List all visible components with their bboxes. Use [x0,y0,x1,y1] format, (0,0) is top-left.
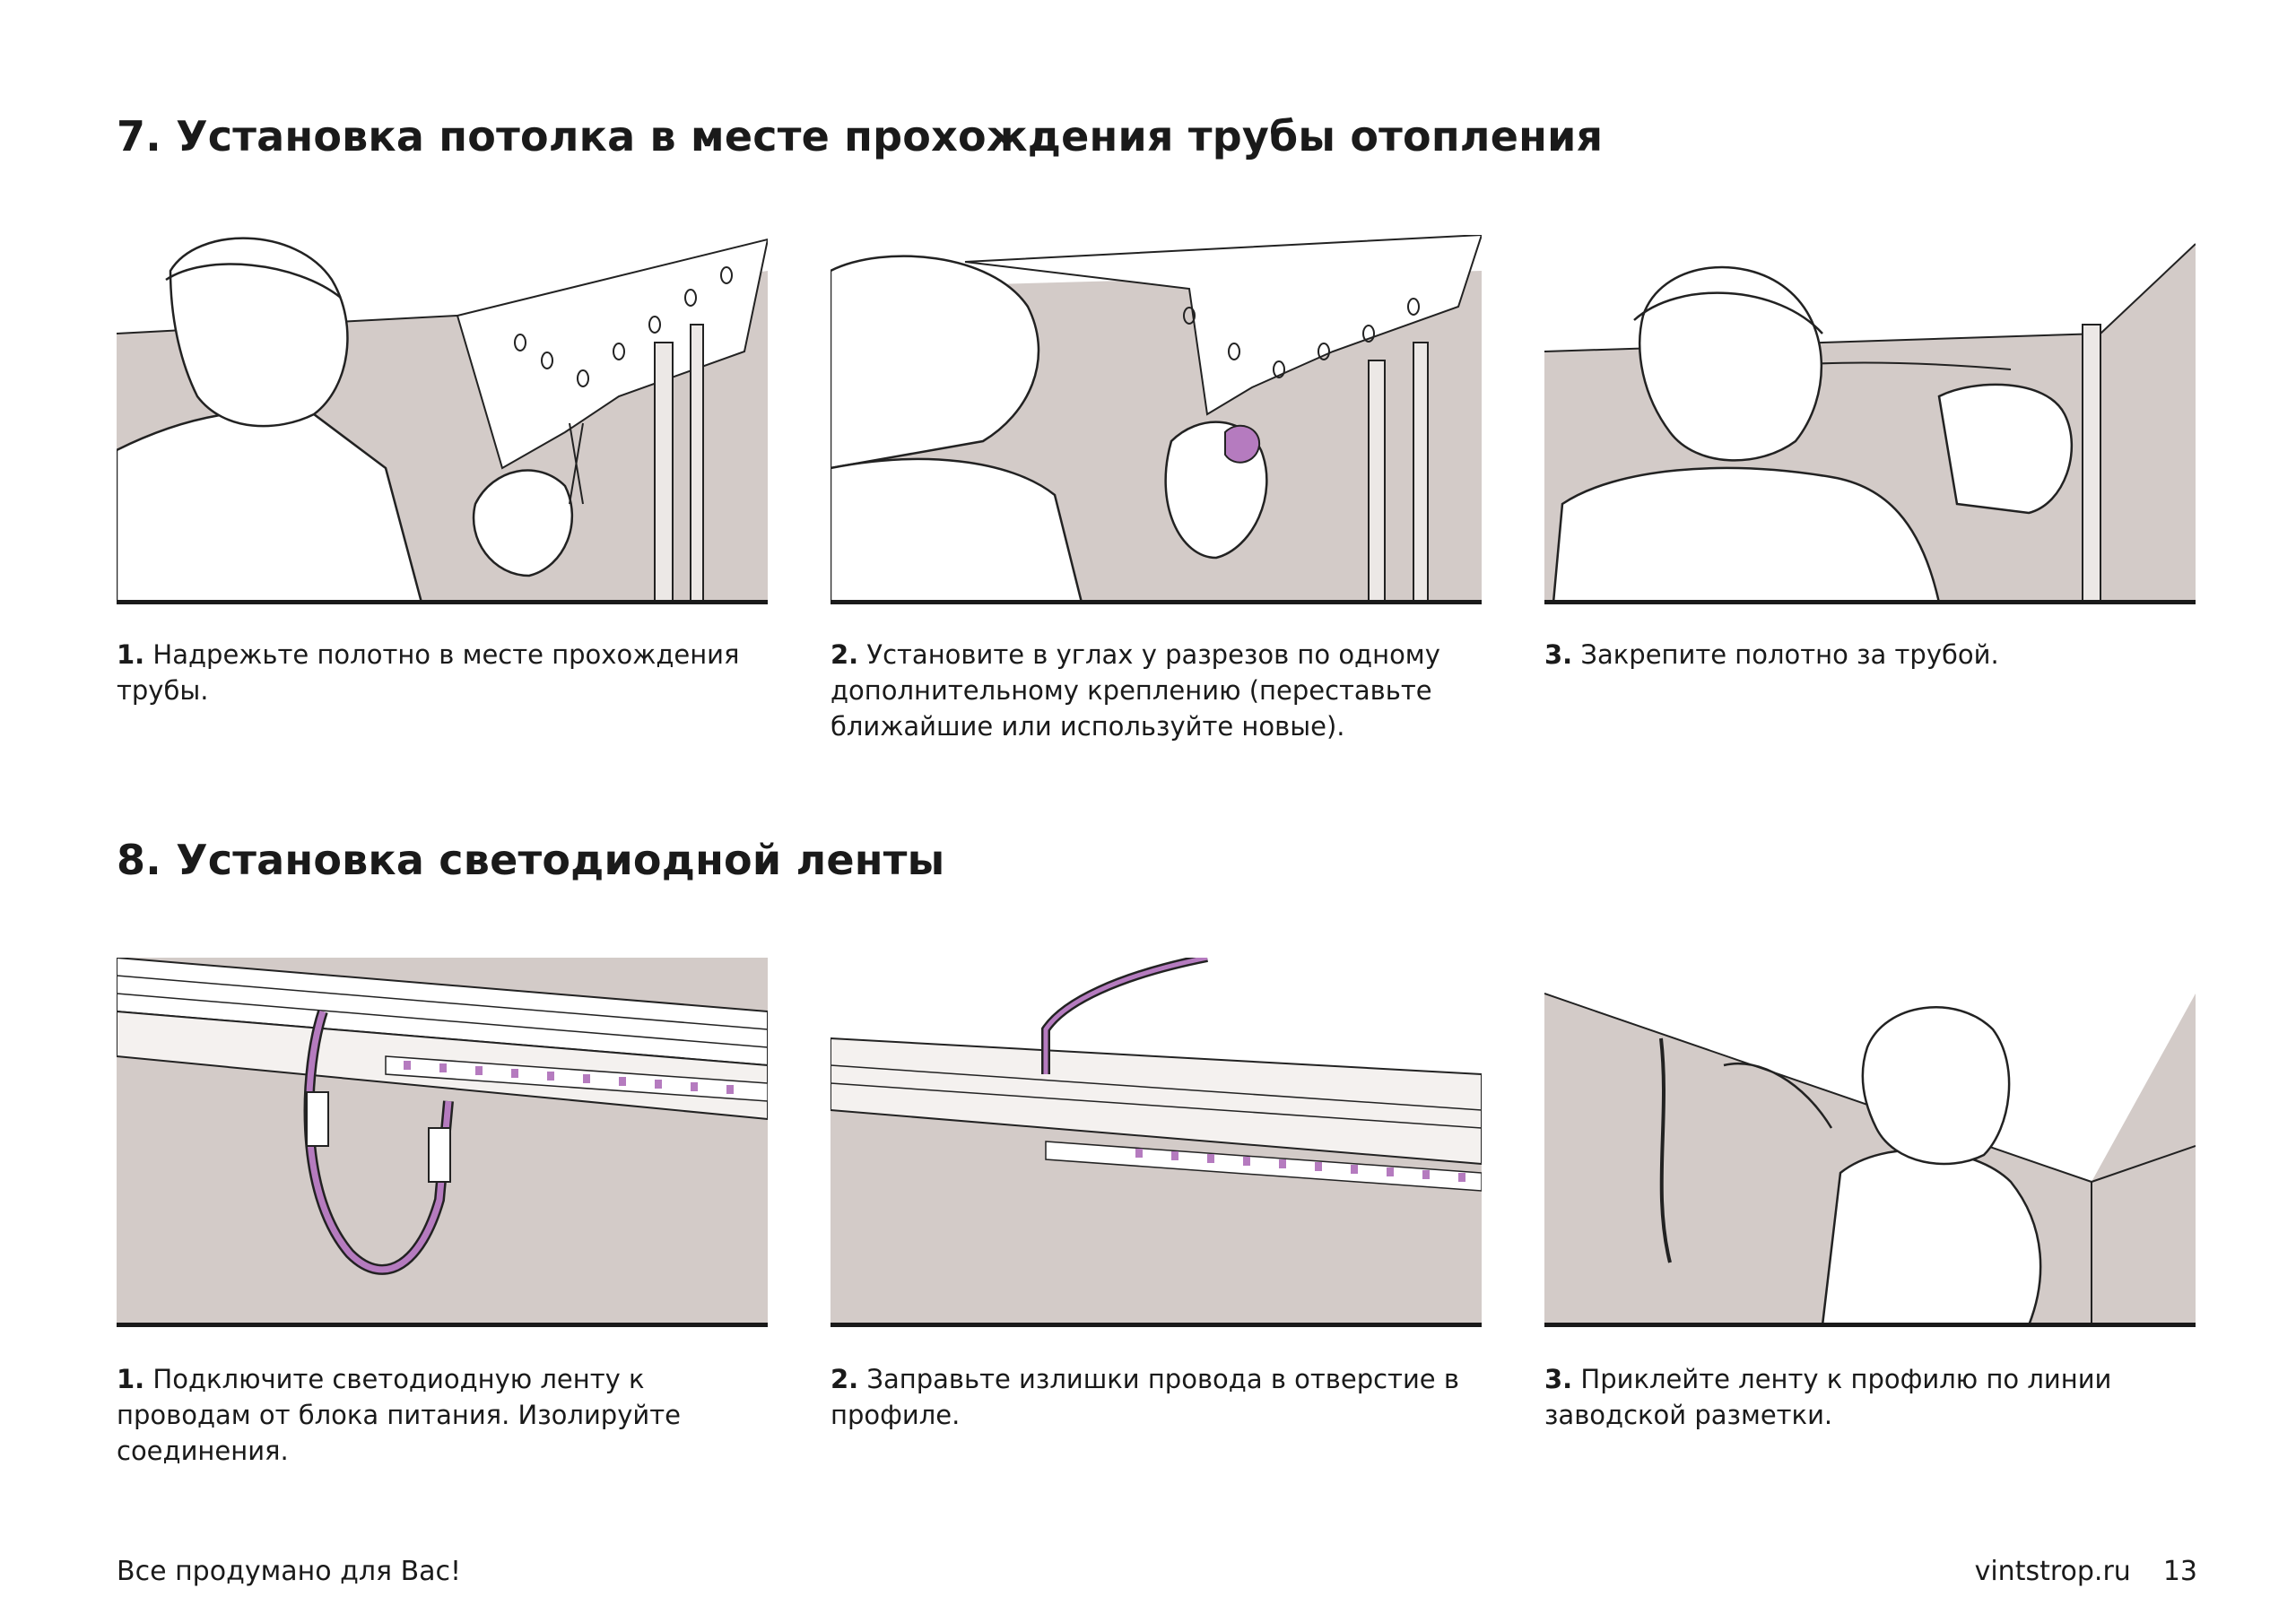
footer-tagline: Все продумано для Вас! [117,1556,462,1587]
step-number: 3. [1544,639,1573,670]
section-title-led-strip: 8. Установка светодиодной ленты [117,836,945,884]
illustration-tuck-wires [831,958,1482,1327]
step-text: Приклейте ленту к профилю по линии завод… [1544,1364,2112,1430]
footer-info: vintstrop.ru 13 [1975,1556,2197,1587]
panel-baseline [1544,600,2196,604]
illustration-add-fasteners-drawing [831,235,1482,603]
panel-baseline [117,600,768,604]
step-caption-2: 2. Установите в углах у разрезов по одно… [831,637,1482,744]
step-caption-3: 3. Закрепите полотно за трубой. [1544,637,2196,673]
step-number: 2. [831,1364,859,1394]
step-text: Закрепите полотно за трубой. [1572,639,1999,670]
panel-baseline [831,600,1482,604]
illustration-connect-led-drawing [117,958,768,1325]
step-number: 2. [831,639,859,670]
step-caption-2: 2. Заправьте излишки провода в отверстие… [831,1361,1482,1433]
panel-baseline [117,1323,768,1327]
site-link[interactable]: vintstrop.ru [1974,1556,2131,1587]
illustration-fix-behind-pipe [1544,235,2196,604]
illustration-add-fasteners [831,235,1482,604]
step-caption-1: 1. Подключите светодиодную ленту к прово… [117,1361,768,1469]
illustration-fix-behind-pipe-drawing [1544,235,2196,603]
illustration-cut-canvas [117,235,768,604]
panel-baseline [1544,1323,2196,1327]
step-text: Подключите светодиодную ленту к проводам… [117,1364,681,1466]
illustration-stick-led [1544,958,2196,1327]
panel-baseline [831,1323,1482,1327]
step-number: 1. [117,1364,145,1394]
section-title-heating-pipe: 7. Установка потолка в месте прохождения… [117,112,1604,161]
step-number: 3. [1544,1364,1573,1394]
illustration-stick-led-drawing [1544,958,2196,1325]
step-caption-3: 3. Приклейте ленту к профилю по линии за… [1544,1361,2196,1433]
illustration-tuck-wires-drawing [831,958,1482,1325]
step-caption-1: 1. Надрежьте полотно в месте прохождения… [117,637,768,708]
step-text: Заправьте излишки провода в отверстие в … [831,1364,1459,1430]
step-number: 1. [117,639,145,670]
step-text: Установите в углах у разрезов по одному … [831,639,1440,742]
illustration-cut-canvas-drawing [117,235,768,603]
page-number: 13 [2162,1556,2197,1587]
step-text: Надрежьте полотно в месте прохождения тр… [117,639,740,706]
illustration-connect-led [117,958,768,1327]
